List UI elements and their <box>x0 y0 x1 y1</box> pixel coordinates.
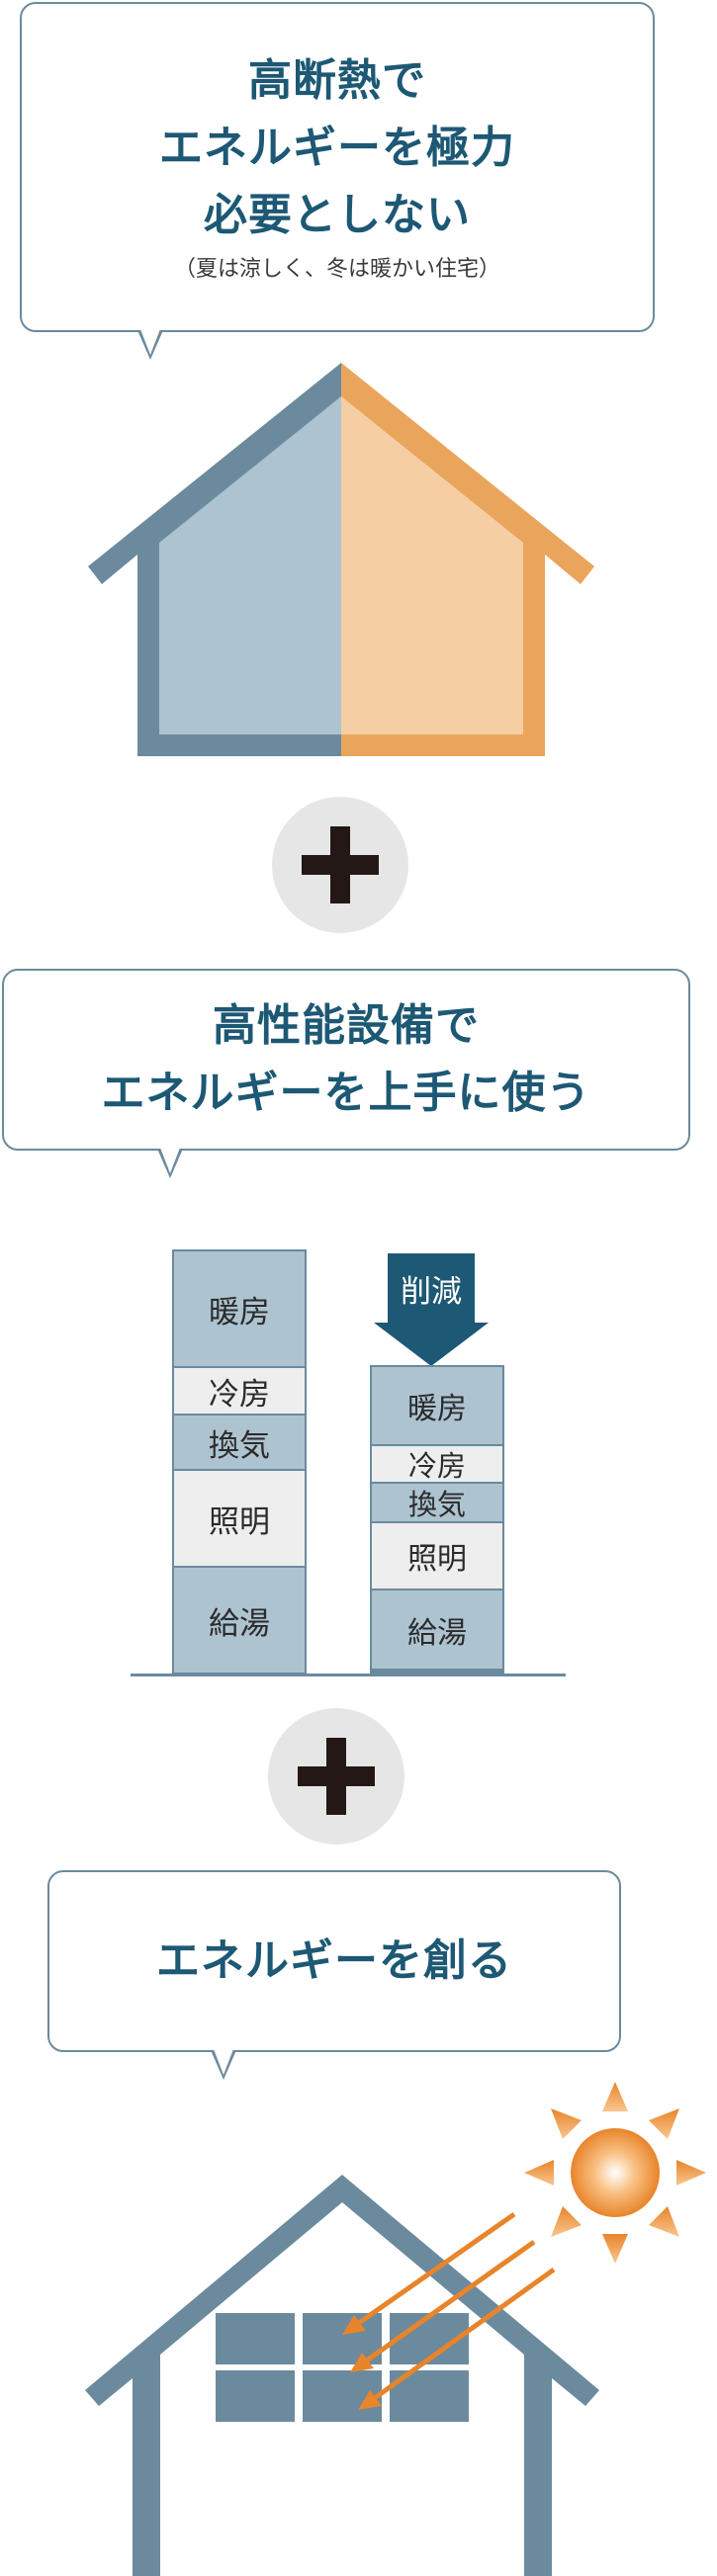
sun-icon <box>524 2082 706 2264</box>
segment-cooling: 冷房 <box>372 1446 502 1484</box>
segment-lighting: 照明 <box>174 1471 305 1568</box>
segment-cooling: 冷房 <box>174 1368 305 1416</box>
equipment-title-line-2: エネルギーを上手に使う <box>101 1068 591 1118</box>
insulation-subtitle: （夏は涼しく、冬は暖かい住宅） <box>173 257 500 282</box>
house-icon <box>85 2175 599 2576</box>
segment-ventilation: 換気 <box>372 1484 502 1523</box>
insulation-title-line-1: 高断熱で <box>248 55 426 106</box>
chart-baseline <box>131 1674 566 1676</box>
equipment-title: 高性能設備で エネルギーを上手に使う <box>102 992 591 1127</box>
energy-stack-after: 暖房 冷房 換気 照明 給湯 <box>370 1365 504 1674</box>
plus-icon <box>272 797 408 933</box>
segment-hot-water: 給湯 <box>372 1590 502 1669</box>
house-cool-interior <box>159 396 341 734</box>
plus-icon <box>268 1708 404 1845</box>
solar-house-illustration <box>85 2082 706 2576</box>
insulation-speech-bubble: 高断熱で エネルギーを極力 必要としない （夏は涼しく、冬は暖かい住宅） <box>20 2 655 360</box>
insulated-house-icon <box>88 363 594 756</box>
reduction-label: 削減 <box>388 1253 475 1323</box>
generation-speech-bubble: エネルギーを創る <box>47 1870 621 2080</box>
segment-heating: 暖房 <box>372 1367 502 1446</box>
house-warm-interior <box>341 396 523 734</box>
insulation-title-line-2: エネルギーを極力 <box>159 123 515 173</box>
insulation-title-line-3: 必要としない <box>204 190 471 240</box>
segment-lighting: 照明 <box>372 1523 502 1590</box>
down-arrow-icon <box>374 1323 489 1366</box>
energy-stack-before: 暖房 冷房 換気 照明 給湯 <box>172 1249 307 1674</box>
equipment-title-line-1: 高性能設備で <box>213 1000 480 1051</box>
equipment-speech-bubble: 高性能設備で エネルギーを上手に使う <box>2 969 690 1178</box>
generation-title: エネルギーを創る <box>156 1935 512 1986</box>
segment-hot-water: 給湯 <box>174 1568 305 1673</box>
sunlight-arrows <box>342 2211 556 2410</box>
insulation-title: 高断熱で エネルギーを極力 必要としない <box>159 47 515 249</box>
segment-heating: 暖房 <box>174 1251 305 1368</box>
solar-panel-icon <box>216 2313 469 2422</box>
segment-ventilation: 換気 <box>174 1416 305 1471</box>
